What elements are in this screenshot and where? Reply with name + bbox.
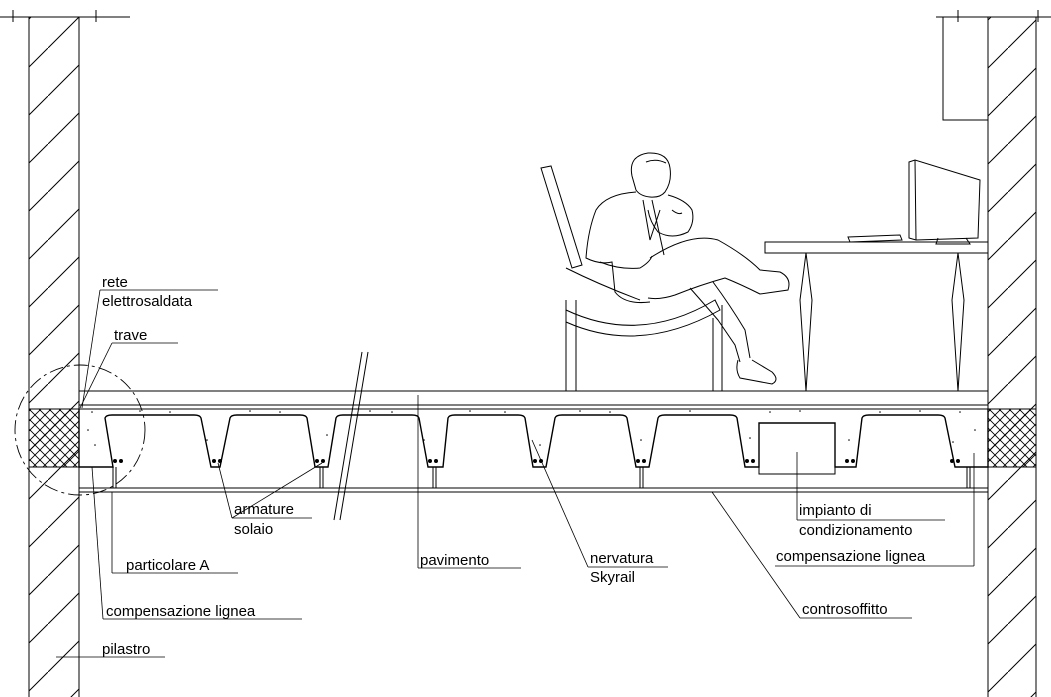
leader-lines — [56, 289, 975, 658]
label-controsoffitto: controsoffitto — [802, 601, 888, 618]
left-pillar — [28, 17, 80, 697]
label-impianto: impianto di — [799, 502, 872, 519]
label-rete: rete — [102, 274, 128, 291]
labels: rete elettrosaldata trave armature solai… — [102, 274, 926, 658]
label-particolare-a: particolare A — [126, 557, 209, 574]
desk — [764, 241, 989, 392]
chair — [540, 165, 723, 391]
label-solaio: solaio — [234, 521, 273, 538]
right-pillar — [987, 17, 1037, 697]
label-nervatura: nervatura — [590, 550, 654, 567]
top-break-lines — [0, 10, 1051, 22]
label-skyrail: Skyrail — [590, 569, 635, 586]
label-pilastro: pilastro — [102, 641, 150, 658]
computer-monitor — [847, 159, 981, 245]
floor-assembly — [28, 390, 1037, 493]
label-condizionamento: condizionamento — [799, 522, 912, 539]
upper-cabinet — [942, 17, 988, 121]
break-mark — [333, 351, 369, 521]
label-trave: trave — [114, 327, 147, 344]
label-compensazione-right: compensazione lignea — [776, 548, 926, 565]
detail-circle-a — [14, 364, 146, 496]
label-armature: armature — [234, 501, 294, 518]
label-elettrosaldata: elettrosaldata — [102, 293, 193, 310]
label-compensazione-left: compensazione lignea — [106, 603, 256, 620]
label-pavimento: pavimento — [420, 552, 489, 569]
seated-person — [585, 152, 790, 385]
